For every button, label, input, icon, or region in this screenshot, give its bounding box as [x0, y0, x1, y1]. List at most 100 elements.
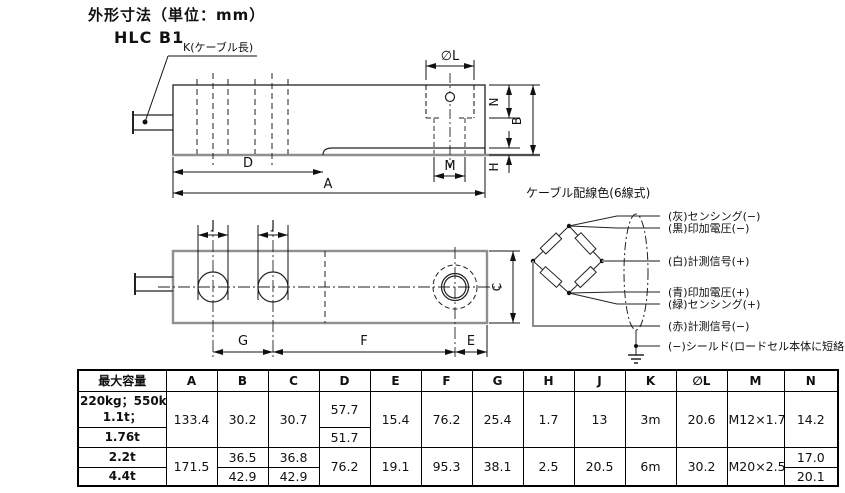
- wheatstone-bridge: [530, 223, 605, 296]
- cell-c: 42.9: [267, 466, 320, 487]
- wiring-title: ケーブル配線色(6線式): [526, 185, 650, 200]
- cell-n: 20.1: [783, 466, 839, 487]
- col-header-dia-l: ∅L: [675, 369, 728, 392]
- wire-label-shield: (−)シールド(ロードセル本体に短絡): [668, 339, 845, 353]
- cell-e: 19.1: [369, 446, 422, 487]
- col-header-f: F: [420, 369, 473, 392]
- col-header-capacity: 最大容量: [77, 369, 167, 392]
- cell-k: 3m: [624, 390, 677, 448]
- cell-b: 36.5: [216, 446, 269, 468]
- col-header-h: H: [522, 369, 575, 392]
- model-name: HLC B1: [114, 28, 185, 47]
- svg-text:A: A: [324, 177, 333, 192]
- dim-m: M: [433, 157, 466, 182]
- svg-text:E: E: [467, 334, 475, 349]
- col-header-d: D: [318, 369, 371, 392]
- header-row: 最大容量 A B C D E F G H J K ∅L M N: [77, 369, 839, 392]
- dim-c: C: [489, 250, 520, 324]
- wire-label-blue: (青)印加電圧(+): [668, 286, 749, 299]
- svg-text:M: M: [444, 159, 455, 174]
- cell-f: 76.2: [420, 390, 473, 448]
- capacity-cell: 1.76t: [77, 426, 167, 448]
- col-header-a: A: [165, 369, 218, 392]
- cell-n: 14.2: [783, 390, 839, 448]
- col-header-e: E: [369, 369, 422, 392]
- cell-g: 38.1: [471, 446, 524, 487]
- capacity-line: 220kg；550kg: [80, 393, 166, 408]
- table-row: 220kg；550kg 1.1t； 133.4 30.2 30.7 57.7 1…: [77, 390, 839, 448]
- loading-hole: [432, 247, 478, 357]
- dim-g-f-e: G F E: [213, 325, 488, 357]
- svg-text:F: F: [360, 334, 367, 349]
- col-header-n: N: [783, 369, 839, 392]
- cell-e: 15.4: [369, 390, 422, 448]
- svg-text:J: J: [210, 218, 215, 232]
- cell-a: 171.5: [165, 446, 218, 487]
- ground-symbol: [628, 354, 644, 364]
- strain-gauge: [574, 232, 597, 255]
- col-header-k: K: [624, 369, 677, 392]
- cell-d: 76.2: [318, 446, 371, 487]
- cell-n: 17.0: [783, 446, 839, 468]
- col-header-b: B: [216, 369, 269, 392]
- capacity-cell: 4.4t: [77, 466, 167, 487]
- cable-length-label: K(ケーブル長): [183, 40, 253, 54]
- dim-d-a: D A: [172, 156, 486, 198]
- cable-sheath: [623, 213, 649, 331]
- cell-d: 57.7: [318, 390, 371, 428]
- leader-dot: [142, 119, 148, 125]
- svg-text:C: C: [490, 283, 504, 291]
- shield-ground: [628, 330, 660, 364]
- dim-dia-l: ∅L: [425, 49, 475, 80]
- cell-f: 95.3: [420, 446, 473, 487]
- col-header-c: C: [267, 369, 320, 392]
- cell-d: 51.7: [318, 426, 371, 448]
- cell-b: 42.9: [216, 466, 269, 487]
- side-view-drawing: K(ケーブル長): [132, 40, 540, 198]
- mounting-holes: [158, 220, 502, 357]
- table-row: 4.4t 42.9 42.9 20.1: [77, 466, 839, 487]
- wiring-diagram: ケーブル配線色(6線式): [526, 185, 845, 364]
- col-header-g: G: [471, 369, 524, 392]
- body-outline: [132, 84, 540, 157]
- dim-n-b-h: N B H: [487, 84, 540, 173]
- page-title: 外形寸法（単位：mm）: [88, 6, 266, 24]
- strain-gauge: [539, 232, 563, 255]
- svg-text:J: J: [270, 218, 275, 232]
- table-row: 2.2t 171.5 36.5 36.8 76.2 19.1 95.3 38.1…: [77, 446, 839, 487]
- cell-c: 36.8: [267, 446, 320, 468]
- load-button-hole: [425, 73, 475, 168]
- svg-text:∅L: ∅L: [441, 49, 460, 64]
- hidden-hole-lines: [196, 73, 289, 165]
- dim-j: J J: [197, 218, 289, 300]
- bridge-wires: [532, 215, 660, 327]
- cell-m: M20×2.5: [726, 446, 785, 487]
- cell-a: 133.4: [165, 390, 218, 448]
- svg-text:H: H: [487, 162, 501, 171]
- cell-m: M12×1.75: [726, 390, 785, 448]
- capacity-line: 1.1t；: [102, 410, 142, 424]
- cell-dia-l: 30.2: [675, 446, 728, 487]
- svg-text:B: B: [510, 117, 524, 125]
- cell-g: 25.4: [471, 390, 524, 448]
- wire-label-white: (白)計測信号(+): [668, 254, 749, 268]
- cell-dia-l: 20.6: [675, 390, 728, 448]
- svg-text:D: D: [243, 156, 253, 171]
- col-header-m: M: [726, 369, 785, 392]
- pilot-hole: [444, 91, 456, 103]
- step-profile: [322, 147, 485, 156]
- cell-b: 30.2: [216, 390, 269, 448]
- strain-gauge: [539, 265, 563, 289]
- strain-gauge: [574, 265, 597, 289]
- wire-label-red: (赤)計測信号(−): [668, 319, 749, 333]
- cable-length-callout: K(ケーブル長): [142, 40, 257, 125]
- capacity-cell: 220kg；550kg 1.1t；: [77, 390, 167, 428]
- svg-text:G: G: [238, 334, 248, 349]
- cell-h: 1.7: [522, 390, 575, 448]
- col-header-j: J: [573, 369, 626, 392]
- cell-j: 20.5: [573, 446, 626, 487]
- dimension-table: 最大容量 A B C D E F G H J K ∅L M N: [77, 369, 839, 487]
- wire-label-gray: (灰)センシング(−): [668, 209, 760, 223]
- wire-label-green: (緑)センシング(+): [668, 297, 760, 311]
- cell-h: 2.5: [522, 446, 575, 487]
